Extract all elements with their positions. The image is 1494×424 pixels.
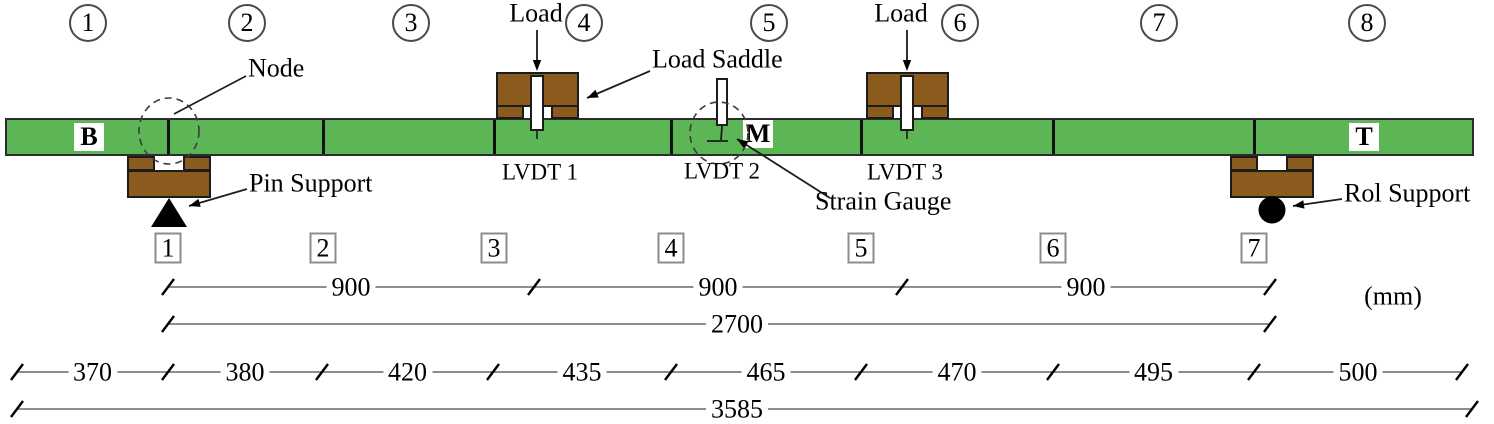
- beam-junction-line: [669, 120, 673, 154]
- pin-support-leader-arrowhead: [189, 198, 201, 207]
- dimension-tick: [161, 315, 175, 333]
- beam-junction-line: [492, 120, 496, 154]
- dimension-tick: [1465, 400, 1479, 418]
- dimension-tick: [895, 278, 909, 296]
- load-saddle-block: [920, 105, 949, 119]
- load-saddle-block: [495, 105, 524, 119]
- strain-gauge-leader: [736, 138, 831, 199]
- load-rod: [530, 75, 544, 131]
- load-saddle-block: [550, 105, 579, 119]
- midspan-dashed-circle: [689, 101, 749, 165]
- lvdt3-label: LVDT 3: [866, 159, 944, 185]
- strain-gauge-label: Strain Gauge: [815, 186, 952, 216]
- strain-gauge-mark: [720, 125, 723, 141]
- dimension-tick: [854, 363, 868, 381]
- pin-support-triangle: [151, 198, 187, 227]
- dimension-tick: [1455, 363, 1469, 381]
- beam-section-label-t: T: [1349, 122, 1379, 151]
- node-number-box: 5: [847, 232, 875, 264]
- load-rod: [900, 75, 914, 131]
- segment-number-circle: 3: [392, 4, 430, 42]
- dimension-tick: [664, 363, 678, 381]
- node-number-box: 3: [480, 232, 508, 264]
- dimension-label-900: 900: [326, 273, 376, 301]
- units-label: (mm): [1364, 281, 1422, 311]
- segment-number-circle: 8: [1348, 4, 1386, 42]
- load-arrowhead: [532, 60, 542, 71]
- lvdt2-label: LVDT 2: [683, 158, 761, 184]
- dimension-tick: [527, 278, 541, 296]
- dimension-label-segment: 420: [383, 358, 432, 386]
- rol-support-label: Rol Support: [1344, 178, 1471, 208]
- dimension-label-segment: 500: [1333, 358, 1383, 386]
- dimension-label-overall-length: 3585: [706, 395, 768, 423]
- segment-number-circle: 6: [941, 4, 979, 42]
- dimension-label-segment: 495: [1129, 358, 1178, 386]
- dimension-tick: [315, 363, 329, 381]
- segment-number-circle: 1: [69, 4, 107, 42]
- dimension-label-segment: 435: [557, 358, 607, 386]
- node-number-box: 1: [154, 232, 182, 264]
- beam-junction-line: [1252, 120, 1256, 154]
- strain-gauge-leader-arrowhead: [737, 139, 749, 149]
- node-number-box: 6: [1039, 232, 1067, 264]
- dimension-tick: [1263, 278, 1277, 296]
- support-saddle-block: [127, 170, 211, 198]
- beam-section-label-b: B: [74, 122, 104, 151]
- beam-junction-line: [166, 120, 170, 154]
- dimension-tick: [161, 278, 175, 296]
- beam-junction-line: [859, 120, 863, 154]
- dimension-label-segment: 380: [220, 358, 270, 386]
- dimension-label-segment: 470: [932, 358, 982, 386]
- load-saddle-label: Load Saddle: [652, 44, 783, 74]
- rol-support-roller: [1258, 196, 1286, 224]
- node-number-box: 7: [1240, 232, 1268, 264]
- dimension-tick: [1247, 363, 1261, 381]
- dimension-label-900: 900: [693, 273, 743, 301]
- dimension-tick: [1046, 363, 1060, 381]
- rol-support-leader-arrowhead: [1293, 200, 1305, 209]
- dimension-label-support-span: 2700: [706, 310, 768, 338]
- node-number-box: 4: [657, 232, 685, 264]
- beam-section-label-m: M: [743, 119, 773, 148]
- dimension-tick: [486, 363, 500, 381]
- dimension-tick: [10, 400, 24, 418]
- dimension-label-segment: 465: [741, 358, 791, 386]
- beam-junction-line: [321, 120, 325, 154]
- load-arrowhead: [902, 60, 912, 71]
- node-dashed-circle: [138, 97, 200, 165]
- lvdt1-label: LVDT 1: [501, 159, 579, 185]
- pin-support-label: Pin Support: [249, 168, 373, 198]
- segment-number-circle: 5: [750, 4, 788, 42]
- load-saddle-leader-arrowhead: [587, 89, 599, 98]
- load-label-right: Load: [874, 0, 928, 28]
- segment-number-circle: 7: [1140, 4, 1178, 42]
- segment-number-circle: 4: [565, 4, 603, 42]
- dimension-tick: [1263, 315, 1277, 333]
- beam-junction-line: [1051, 120, 1055, 154]
- node-label: Node: [248, 53, 305, 83]
- node-number-box: 2: [309, 232, 337, 264]
- dimension-label-segment: 370: [68, 358, 117, 386]
- segment-number-circle: 2: [228, 4, 266, 42]
- load-saddle-leader: [586, 70, 651, 99]
- dimension-label-900: 900: [1061, 273, 1111, 301]
- dimension-tick: [10, 363, 24, 381]
- load-saddle-block: [865, 105, 894, 119]
- node-leader: [173, 75, 247, 115]
- load-label-left: Load: [509, 0, 563, 28]
- dimension-tick: [161, 363, 175, 381]
